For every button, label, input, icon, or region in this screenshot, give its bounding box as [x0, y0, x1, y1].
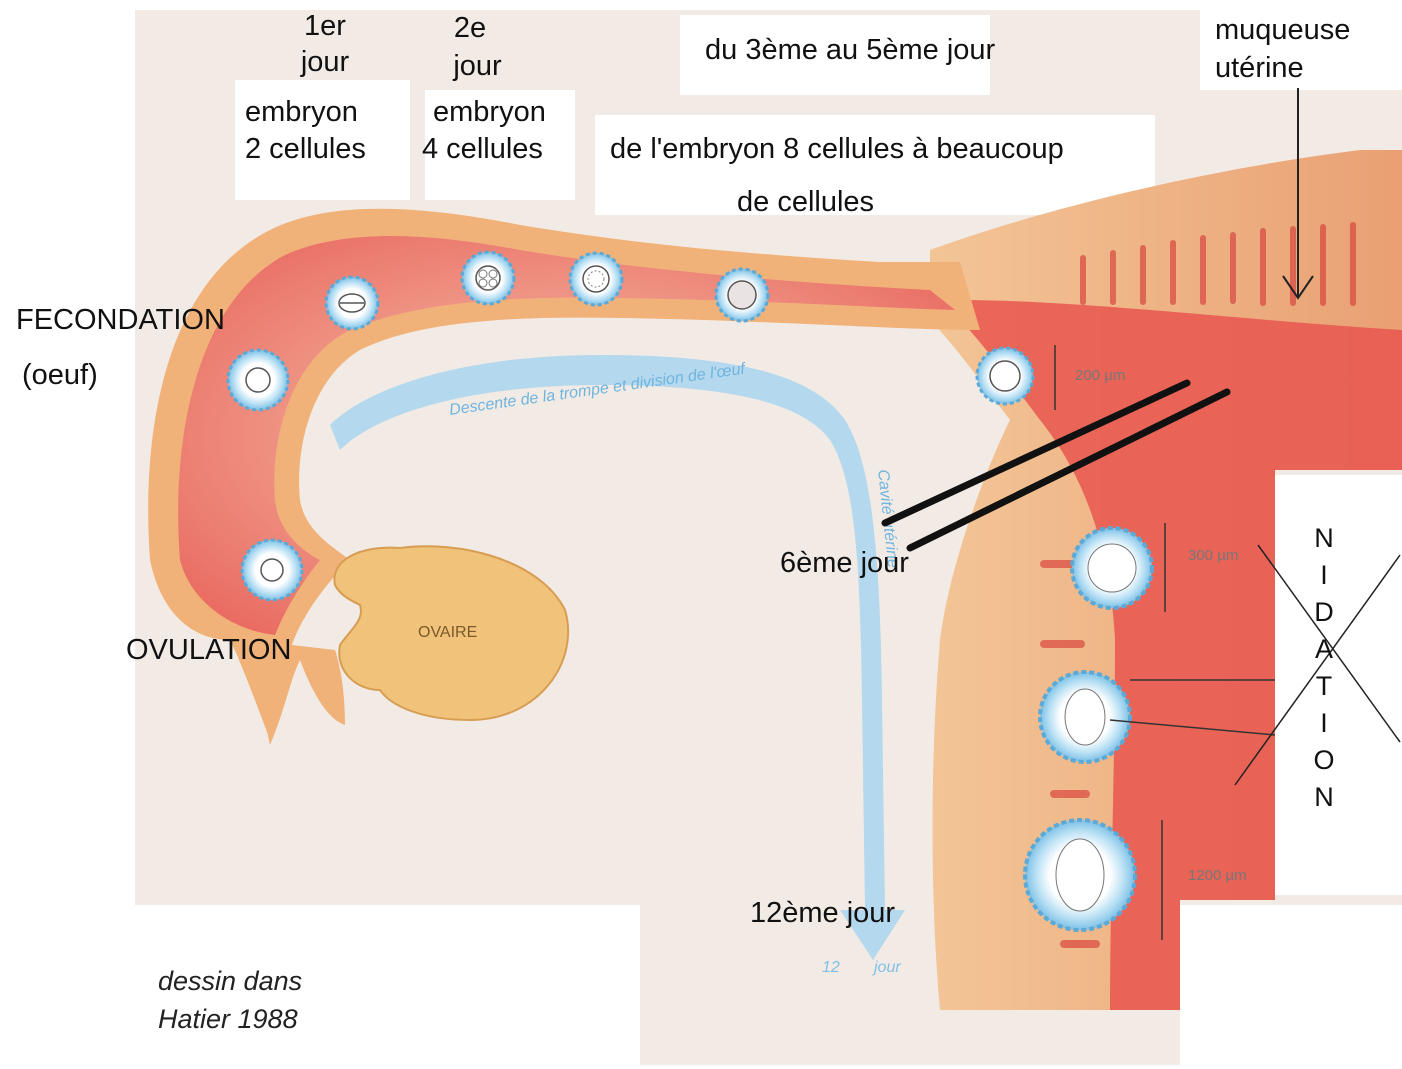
nidation-letter: O: [1307, 742, 1341, 779]
label-day1: 1er: [290, 8, 360, 44]
nidation-letter: T: [1307, 668, 1341, 705]
label-egg: (oeuf): [22, 357, 98, 393]
nidation-letter: A: [1307, 631, 1341, 668]
embryo-morula: [716, 269, 768, 321]
scale-300-label: 300 µm: [1188, 547, 1238, 564]
nidation-vertical-label: N I D A T I O N: [1307, 520, 1341, 816]
embryo-fertilization: [228, 350, 288, 410]
label-day6: 6ème jour: [780, 545, 909, 581]
scale-1200-label: 1200 µm: [1188, 867, 1247, 884]
nidation-letter: N: [1307, 520, 1341, 557]
label-embryo-2-line2: 2 cellules: [245, 131, 366, 167]
scale-200-label: 200 µm: [1075, 367, 1125, 384]
embryo-implanted: [1025, 820, 1135, 930]
embryo-2-cells: [326, 277, 378, 329]
jour-small-label: jour: [872, 959, 901, 976]
embryo-8-cells: [570, 253, 622, 305]
label-embryo-8-line2: de cellules: [737, 184, 874, 220]
credit-line2: Hatier 1988: [158, 1000, 298, 1038]
label-embryo-4-line1: embryon: [433, 94, 546, 130]
label-mucosa-line2: utérine: [1215, 50, 1304, 86]
nidation-letter: I: [1307, 705, 1341, 742]
embryo-blastocyst: [977, 348, 1033, 404]
label-mucosa-line1: muqueuse: [1215, 12, 1350, 48]
day12-small-label: 12: [822, 959, 840, 976]
label-day2: 2e: [440, 10, 500, 46]
label-day12: 12ème jour: [750, 895, 895, 931]
label-embryo-8-line1: de l'embryon 8 cellules à beaucoup: [610, 131, 1064, 167]
label-day2-jour: jour: [440, 48, 515, 84]
nidation-letter: N: [1307, 779, 1341, 816]
credit-line1: dessin dans: [158, 962, 302, 1000]
embryo-ovulation: [242, 540, 302, 600]
nidation-letter: I: [1307, 557, 1341, 594]
label-day1-jour: jour: [290, 44, 360, 80]
embryo-implanting-1: [1072, 528, 1152, 608]
label-day3-to-5: du 3ème au 5ème jour: [705, 32, 995, 68]
label-fertilization: FECONDATION: [16, 302, 225, 338]
embryo-implanting-2: [1040, 672, 1130, 762]
label-embryo-4-line2: 4 cellules: [422, 131, 543, 167]
ovary-label: OVAIRE: [418, 624, 477, 641]
label-ovulation: OVULATION: [126, 632, 291, 668]
nidation-letter: D: [1307, 594, 1341, 631]
label-embryo-2-line1: embryon: [245, 94, 358, 130]
embryo-4-cells: [462, 252, 514, 304]
